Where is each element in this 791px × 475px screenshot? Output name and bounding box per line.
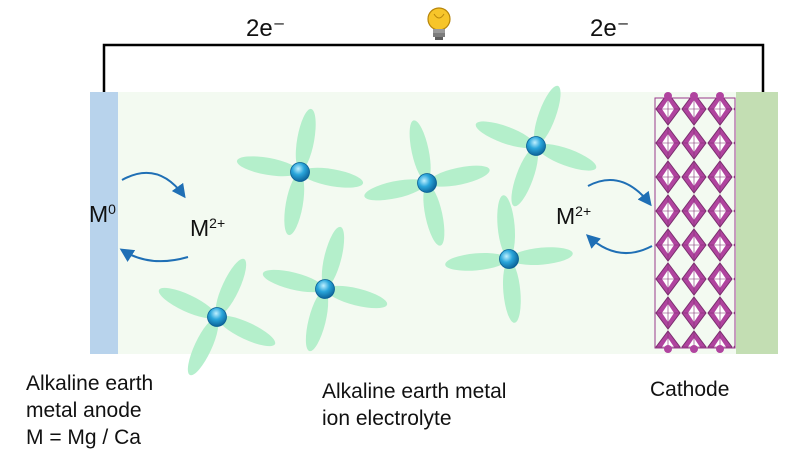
electrolyte-caption-line-2: ion electrolyte [322, 407, 452, 430]
solvent-petal [236, 156, 299, 177]
cathode-extraction-arrow [585, 234, 653, 254]
cathode-insertion-arrow [587, 179, 652, 207]
solvent-petal [409, 120, 431, 182]
external-circuit-wire [102, 43, 765, 92]
solvent-petal [262, 269, 324, 293]
cathode-caption-text: Cathode [650, 378, 730, 401]
solvent-petal [295, 108, 316, 171]
solvent-petal [326, 285, 388, 309]
solvent-petal [218, 315, 276, 347]
solvent-petal [534, 85, 561, 145]
solvent-petal [511, 147, 538, 207]
solvent-petal [305, 290, 329, 352]
electron-label-right: 2e⁻ [590, 15, 629, 42]
electron-label-left: 2e⁻ [246, 15, 285, 42]
metal-ion-core [526, 136, 546, 156]
electrolyte-caption: Alkaline earth metal ion electrolyte [322, 378, 506, 432]
solvent-petal [423, 184, 445, 246]
solvent-petal [215, 258, 247, 316]
cathode-caption: Cathode [650, 376, 729, 403]
cathode-current-collector [736, 92, 778, 354]
solvent-petal [428, 165, 490, 187]
lightbulb-icon [427, 7, 451, 40]
anode-caption: Alkaline earth metal anode M = Mg / Ca [26, 370, 153, 451]
solvent-petal [284, 173, 305, 236]
solvated-ion [262, 226, 388, 352]
solvated-ions [158, 85, 597, 376]
solvent-petal [158, 287, 216, 319]
solvent-petal [445, 252, 508, 271]
anode-caption-line-2: metal anode [26, 399, 142, 422]
solvated-ion [236, 108, 364, 236]
anode-electrode [90, 92, 118, 354]
solvated-ion [475, 85, 597, 207]
solvent-petal [475, 121, 535, 148]
cathode-lattice [654, 92, 736, 353]
metal-ion-core [417, 173, 437, 193]
metal-ion-core [315, 279, 335, 299]
anode-oxidation-arrow [121, 171, 186, 199]
anode-caption-line-3: M = Mg / Ca [26, 426, 141, 449]
anode-reduction-arrow [119, 248, 189, 263]
anode-ion-label: M2+ [190, 215, 225, 241]
metal-ion-core [290, 162, 310, 182]
solvated-ion [445, 195, 573, 323]
solvent-petal [364, 179, 426, 201]
solvent-petal [301, 167, 364, 188]
solvent-petal [187, 318, 219, 376]
solvent-petal [321, 226, 345, 288]
anode-caption-line-1: Alkaline earth [26, 372, 154, 395]
metal-ion-core [207, 307, 227, 327]
solvent-petal [510, 247, 573, 266]
cathode-ion-label: M2+ [556, 203, 591, 229]
solvated-ion [158, 258, 276, 376]
solvent-petal [537, 144, 597, 171]
electrolyte-caption-line-1: Alkaline earth metal [322, 380, 507, 403]
anode-metal-label: M0 [89, 201, 116, 227]
solvent-petal [502, 260, 521, 323]
solvent-petal [497, 195, 516, 258]
solvated-ion [364, 120, 490, 246]
metal-ion-core [499, 249, 519, 269]
